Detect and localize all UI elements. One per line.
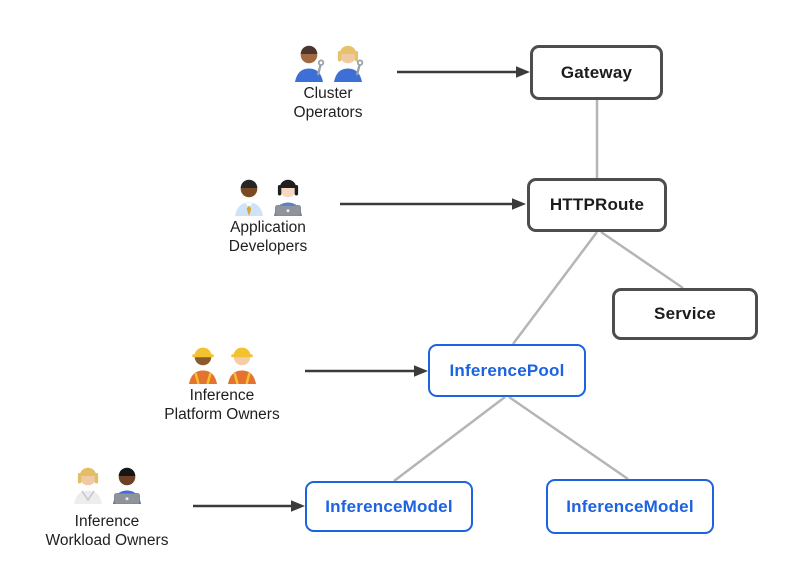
- node-gateway-label: Gateway: [560, 62, 633, 82]
- persona-application-developers: Application Developers: [202, 172, 334, 257]
- label-line: Operators: [293, 103, 363, 121]
- health-worker-emoji-icon: [73, 467, 102, 504]
- node-inferencemodel-right: InferenceModel: [546, 479, 714, 534]
- woman-technologist-emoji-icon: [273, 179, 302, 216]
- inference-platform-owners-emoji-group: [150, 340, 294, 384]
- label-line: Inference: [189, 387, 255, 404]
- application-developers-emoji-group: [202, 172, 334, 216]
- node-inferencemodel-left: InferenceModel: [305, 481, 473, 532]
- node-inferencepool: InferencePool: [428, 344, 586, 397]
- edge-inferencepool-inferencemodel-right: [508, 395, 629, 481]
- edge-inferencepool-inferencemodel-left: [393, 396, 506, 482]
- technologist-dark-skin-emoji-icon: [112, 467, 141, 504]
- node-httproute: HTTPRoute: [527, 178, 667, 232]
- cluster-operators-emoji-group: [262, 38, 394, 82]
- label-line: Inference: [74, 513, 140, 530]
- persona-application-developers-label: Application Developers: [202, 219, 334, 257]
- woman-construction-worker-emoji-icon: [188, 347, 217, 384]
- node-inferencepool-label: InferencePool: [449, 360, 565, 380]
- arrow-inference-workload-owners-inferencemodel: [193, 500, 305, 512]
- label-line: Application: [230, 219, 306, 236]
- node-service: Service: [612, 288, 758, 340]
- node-gateway: Gateway: [530, 45, 663, 100]
- node-inferencemodel-left-label: InferenceModel: [325, 496, 453, 516]
- persona-inference-workload-owners: Inference Workload Owners: [30, 460, 184, 551]
- node-inferencemodel-right-label: InferenceModel: [566, 496, 694, 516]
- woman-mechanic-emoji-icon: [333, 45, 363, 82]
- inference-workload-owners-emoji-group: [30, 460, 184, 504]
- persona-cluster-operators: Cluster Operators: [262, 38, 394, 123]
- edge-httproute-service: [600, 230, 684, 290]
- label-line: Platform Owners: [164, 405, 280, 423]
- label-line: Cluster: [303, 85, 353, 102]
- label-line: Workload Owners: [45, 531, 169, 549]
- man-construction-worker-emoji-icon: [227, 347, 256, 384]
- arrow-cluster-operators-gateway: [397, 66, 530, 78]
- persona-inference-platform-owners-label: Inference Platform Owners: [150, 387, 294, 425]
- man-office-worker-emoji-icon: [234, 179, 263, 216]
- persona-cluster-operators-label: Cluster Operators: [262, 85, 394, 123]
- node-httproute-label: HTTPRoute: [549, 195, 645, 214]
- persona-inference-platform-owners: Inference Platform Owners: [150, 340, 294, 425]
- edge-httproute-inferencepool: [512, 231, 598, 345]
- arrow-inference-platform-owners-inferencepool: [305, 365, 428, 377]
- arrow-application-developers-httproute: [340, 198, 526, 210]
- man-mechanic-emoji-icon: [294, 45, 324, 82]
- label-line: Developers: [228, 237, 308, 255]
- persona-inference-workload-owners-label: Inference Workload Owners: [30, 513, 184, 551]
- node-service-label: Service: [654, 304, 716, 323]
